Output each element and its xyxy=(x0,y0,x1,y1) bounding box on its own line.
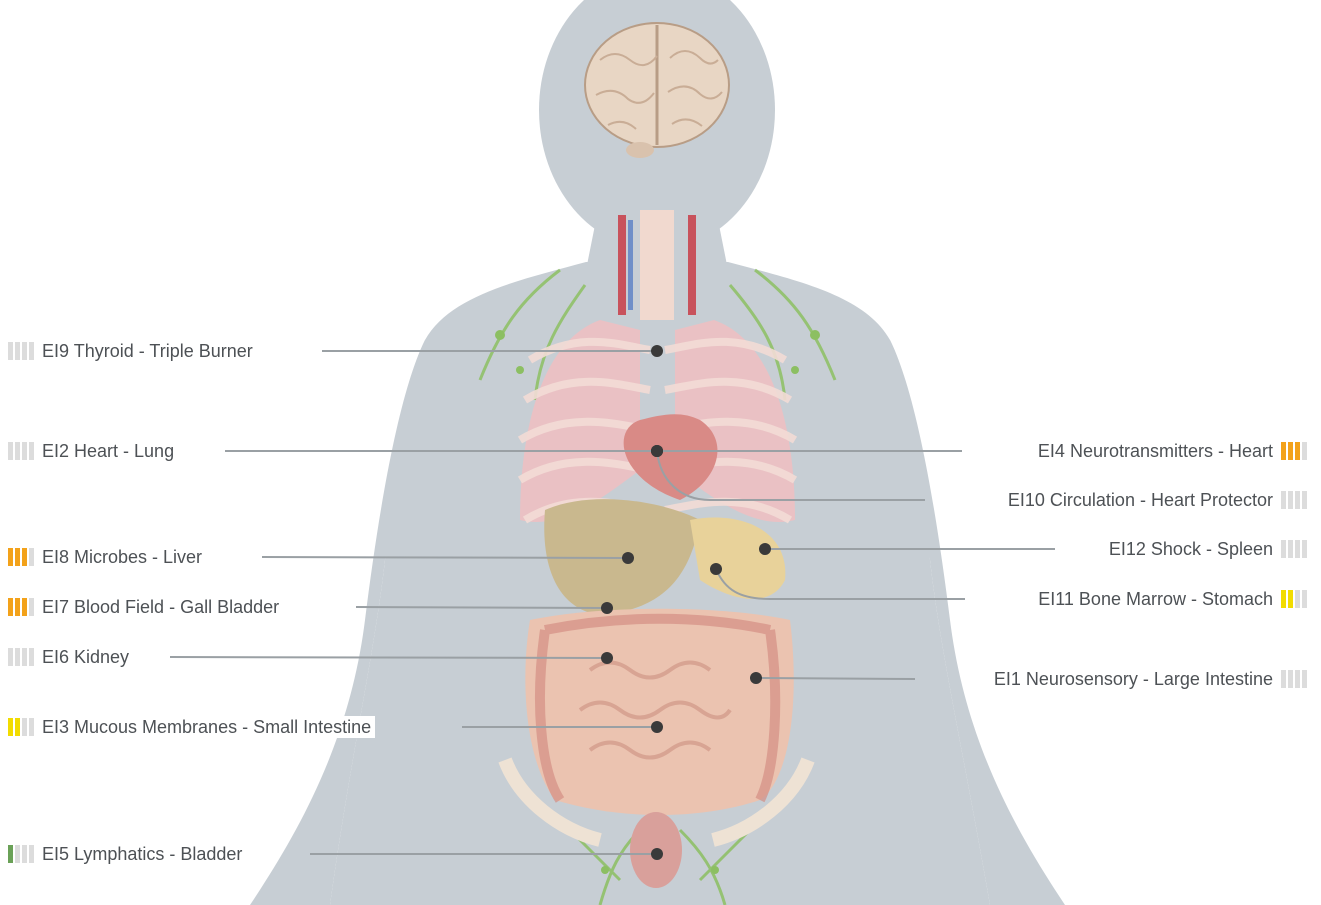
level-bar xyxy=(22,718,27,736)
label-text: EI9 Thyroid - Triple Burner xyxy=(42,341,253,362)
level-bar xyxy=(8,442,13,460)
level-bar xyxy=(1288,540,1293,558)
level-bar xyxy=(29,548,34,566)
organ-point-ei7[interactable] xyxy=(601,602,613,614)
label-text: EI3 Mucous Membranes - Small Intestine xyxy=(42,717,371,738)
level-bar xyxy=(1302,540,1307,558)
label-text: EI1 Neurosensory - Large Intestine xyxy=(994,669,1273,690)
leader-line-ei6 xyxy=(170,657,607,658)
level-bar xyxy=(1281,491,1286,509)
organ-point-ei5[interactable] xyxy=(651,848,663,860)
organ-point-ei3[interactable] xyxy=(651,721,663,733)
level-bar xyxy=(1295,540,1300,558)
level-bar xyxy=(22,845,27,863)
level-indicator xyxy=(8,548,34,566)
level-bar xyxy=(1302,670,1307,688)
level-bar xyxy=(1288,670,1293,688)
level-bar xyxy=(8,718,13,736)
level-bar xyxy=(1295,590,1300,608)
level-indicator xyxy=(8,648,34,666)
label-ei6[interactable]: EI6 Kidney xyxy=(4,646,133,668)
level-bar xyxy=(1281,670,1286,688)
label-ei5[interactable]: EI5 Lymphatics - Bladder xyxy=(4,843,246,865)
organ-point-ei12[interactable] xyxy=(759,543,771,555)
level-bar xyxy=(22,342,27,360)
level-bar xyxy=(8,342,13,360)
level-bar xyxy=(1302,442,1307,460)
level-bar xyxy=(15,548,20,566)
level-bar xyxy=(22,442,27,460)
level-bar xyxy=(15,598,20,616)
level-indicator xyxy=(8,845,34,863)
label-ei12[interactable]: EI12 Shock - Spleen xyxy=(1105,538,1311,560)
level-bar xyxy=(29,442,34,460)
leader-line-ei7 xyxy=(356,607,607,608)
label-ei7[interactable]: EI7 Blood Field - Gall Bladder xyxy=(4,596,283,618)
label-text: EI12 Shock - Spleen xyxy=(1109,539,1273,560)
level-bar xyxy=(8,598,13,616)
label-ei10[interactable]: EI10 Circulation - Heart Protector xyxy=(1004,489,1311,511)
level-indicator xyxy=(8,598,34,616)
label-ei1[interactable]: EI1 Neurosensory - Large Intestine xyxy=(990,668,1311,690)
label-text: EI8 Microbes - Liver xyxy=(42,547,202,568)
level-bar xyxy=(29,845,34,863)
level-bar xyxy=(8,548,13,566)
level-bar xyxy=(1288,442,1293,460)
level-bar xyxy=(8,648,13,666)
level-bar xyxy=(29,648,34,666)
level-bar xyxy=(8,845,13,863)
label-ei9[interactable]: EI9 Thyroid - Triple Burner xyxy=(4,340,257,362)
leader-line-ei8 xyxy=(262,557,628,558)
level-bar xyxy=(1302,491,1307,509)
level-bar xyxy=(1281,442,1286,460)
level-indicator xyxy=(8,718,34,736)
level-indicator xyxy=(8,342,34,360)
organ-point-ei9[interactable] xyxy=(651,345,663,357)
level-indicator xyxy=(1281,670,1307,688)
level-bar xyxy=(15,342,20,360)
organ-point-ei1[interactable] xyxy=(750,672,762,684)
level-bar xyxy=(15,718,20,736)
label-ei8[interactable]: EI8 Microbes - Liver xyxy=(4,546,206,568)
level-bar xyxy=(1281,540,1286,558)
level-indicator xyxy=(8,442,34,460)
level-bar xyxy=(22,648,27,666)
leader-line-ei1 xyxy=(756,678,915,679)
level-bar xyxy=(29,718,34,736)
level-indicator xyxy=(1281,491,1307,509)
organ-point-ei11[interactable] xyxy=(710,563,722,575)
level-bar xyxy=(15,648,20,666)
level-bar xyxy=(1295,491,1300,509)
label-text: EI2 Heart - Lung xyxy=(42,441,174,462)
organ-point-ei6[interactable] xyxy=(601,652,613,664)
level-bar xyxy=(29,598,34,616)
level-bar xyxy=(1281,590,1286,608)
label-text: EI11 Bone Marrow - Stomach xyxy=(1038,589,1273,610)
level-indicator xyxy=(1281,540,1307,558)
label-text: EI5 Lymphatics - Bladder xyxy=(42,844,242,865)
level-indicator xyxy=(1281,442,1307,460)
level-bar xyxy=(1288,491,1293,509)
level-bar xyxy=(1302,590,1307,608)
organ-point-ei8[interactable] xyxy=(622,552,634,564)
label-ei3[interactable]: EI3 Mucous Membranes - Small Intestine xyxy=(4,716,375,738)
label-text: EI7 Blood Field - Gall Bladder xyxy=(42,597,279,618)
organ-point-ei10[interactable] xyxy=(651,445,663,457)
level-bar xyxy=(1288,590,1293,608)
label-text: EI6 Kidney xyxy=(42,647,129,668)
label-ei11[interactable]: EI11 Bone Marrow - Stomach xyxy=(1034,588,1311,610)
level-bar xyxy=(29,342,34,360)
level-bar xyxy=(22,598,27,616)
label-text: EI10 Circulation - Heart Protector xyxy=(1008,490,1273,511)
label-ei2[interactable]: EI2 Heart - Lung xyxy=(4,440,178,462)
level-bar xyxy=(15,442,20,460)
label-ei4[interactable]: EI4 Neurotransmitters - Heart xyxy=(1034,440,1311,462)
level-bar xyxy=(1295,442,1300,460)
level-bar xyxy=(22,548,27,566)
level-bar xyxy=(1295,670,1300,688)
level-bar xyxy=(15,845,20,863)
label-text: EI4 Neurotransmitters - Heart xyxy=(1038,441,1273,462)
level-indicator xyxy=(1281,590,1307,608)
